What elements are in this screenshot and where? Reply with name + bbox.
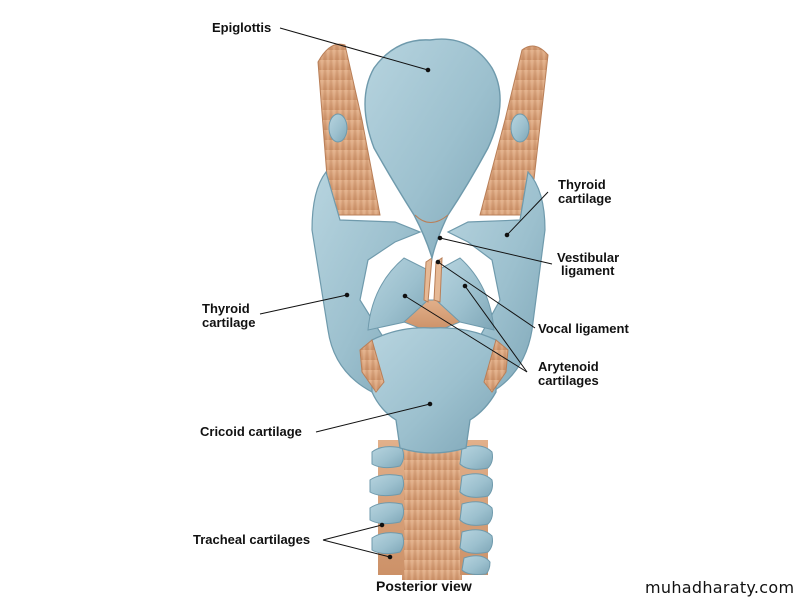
vocal-ligaments <box>423 257 443 303</box>
tracheal-cartilage-rings <box>369 445 493 575</box>
label-thyroid-cartilage-right-line1: Thyroid <box>558 177 606 192</box>
label-thyroid-cartilage-right-line2: cartilage <box>558 191 612 206</box>
caption-posterior-view: Posterior view <box>376 578 472 594</box>
leader-cricoid <box>315 403 431 433</box>
leader-tracheal-1 <box>322 524 383 541</box>
leader-thyroid-left <box>259 294 348 315</box>
label-epiglottis: Epiglottis <box>212 20 272 35</box>
leader-arytenoid-1 <box>464 285 528 373</box>
leader-vestibular <box>439 237 553 265</box>
label-cricoid-cartilage: Cricoid cartilage <box>200 424 302 439</box>
leader-thyroid-right <box>506 191 549 236</box>
cricoid-cartilage <box>371 327 497 454</box>
label-thyroid-cartilage-left-line1: Thyroid <box>202 301 250 316</box>
thyroid-cartilage-laminae <box>311 170 546 393</box>
leader-lines <box>259 27 553 560</box>
label-arytenoid-cartilages-line1: Arytenoid <box>538 359 599 374</box>
leader-vocal <box>437 261 536 329</box>
label-vocal-ligament: Vocal ligament <box>538 321 629 336</box>
posterior-cricoarytenoid <box>359 339 509 393</box>
label-vestibular-ligament-line1: Vestibular <box>557 250 620 265</box>
arytenoid-cartilages <box>367 257 495 331</box>
leader-tracheal-2 <box>322 539 391 558</box>
watermark: muhadharaty.com <box>645 578 795 597</box>
label-thyroid-cartilage-left-line2: cartilage <box>202 315 256 330</box>
label-arytenoid-cartilages-line2: cartilages <box>538 373 599 388</box>
label-tracheal-cartilages: Tracheal cartilages <box>193 532 311 547</box>
leader-epiglottis <box>279 27 429 71</box>
label-vestibular-ligament-line2: ligament <box>561 263 615 278</box>
thyrohyoid-ligaments <box>317 43 549 216</box>
epiglottis <box>364 38 501 261</box>
leader-arytenoid-2 <box>404 295 528 373</box>
